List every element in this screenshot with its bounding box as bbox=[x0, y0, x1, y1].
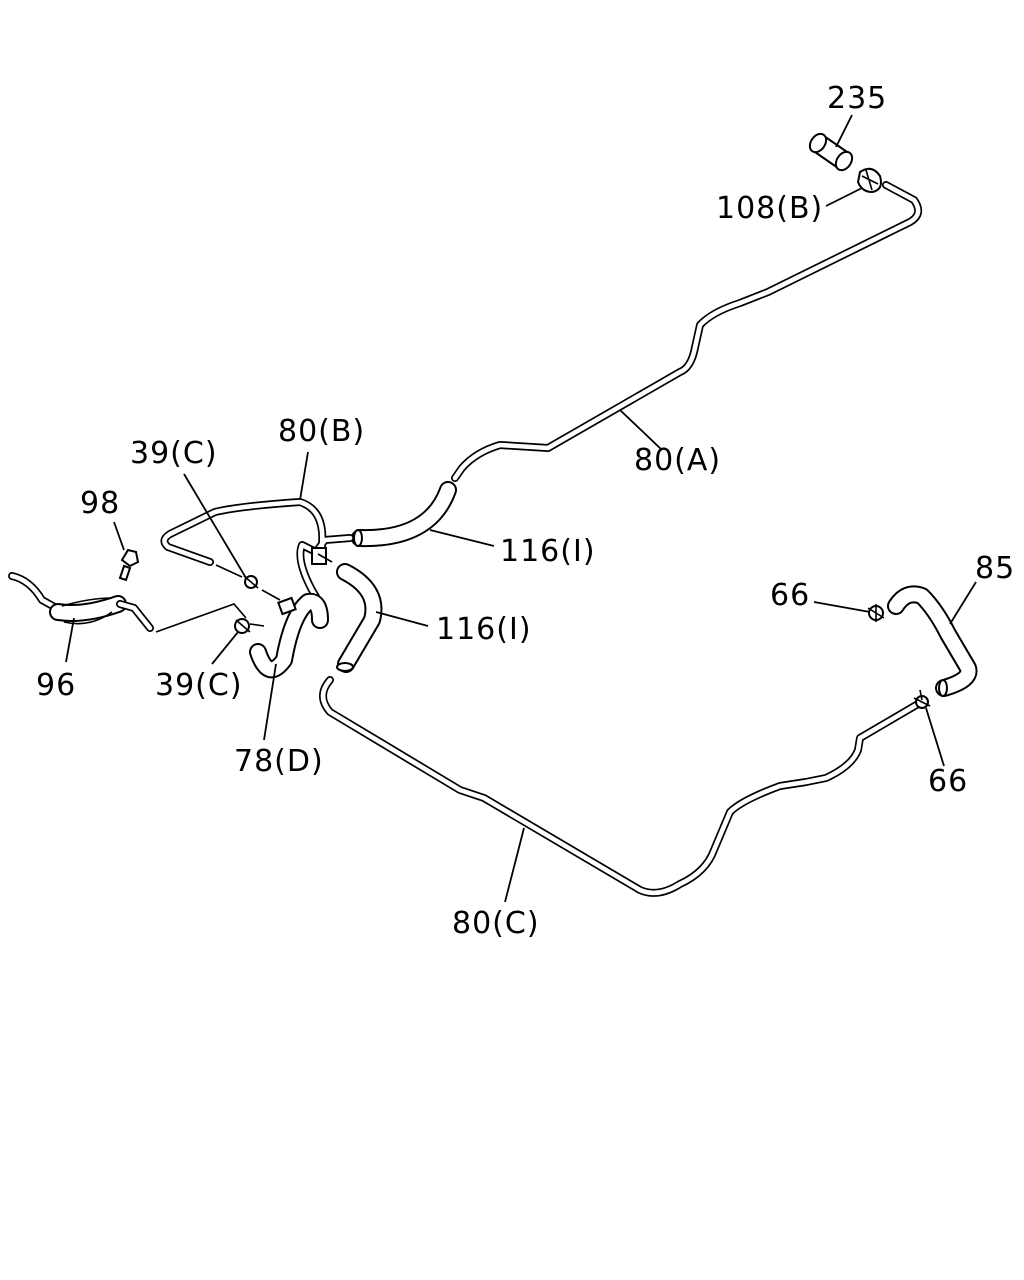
label-85: 85 bbox=[975, 551, 1015, 586]
label-39c-top: 39(C) bbox=[130, 436, 218, 471]
hose-96 bbox=[8, 572, 154, 632]
bolt-98 bbox=[118, 548, 140, 582]
pipe-80c bbox=[319, 676, 922, 897]
clamp-66-upper bbox=[867, 604, 885, 622]
pipe-80a bbox=[451, 181, 923, 482]
label-108b: 108(B) bbox=[716, 191, 823, 226]
label-80a: 80(A) bbox=[634, 443, 721, 478]
label-98: 98 bbox=[80, 486, 120, 521]
label-116-lower: 116(I) bbox=[436, 612, 532, 647]
hose-116-upper bbox=[351, 481, 457, 548]
label-80c: 80(C) bbox=[452, 906, 540, 941]
label-78d: 78(D) bbox=[234, 744, 324, 779]
part-235-cylinder bbox=[808, 132, 854, 172]
label-39c-bottom: 39(C) bbox=[155, 668, 243, 703]
clamp-39c-bottom bbox=[234, 618, 251, 634]
pipe-80b bbox=[160, 498, 354, 604]
clamp-66-lower bbox=[913, 689, 931, 709]
hose-78d bbox=[249, 592, 329, 679]
label-235: 235 bbox=[827, 81, 887, 116]
label-66-upper: 66 bbox=[770, 578, 810, 613]
callout-labels: 235 108(B) 80(A) 80(B) 39(C) 98 116(I) 6… bbox=[36, 81, 1015, 941]
connection-dashes bbox=[155, 564, 281, 633]
label-116-upper: 116(I) bbox=[500, 534, 596, 569]
label-80b: 80(B) bbox=[278, 414, 365, 449]
leader-lines bbox=[65, 114, 977, 903]
label-66-lower: 66 bbox=[928, 764, 968, 799]
clamp-39c-top bbox=[243, 575, 259, 589]
hose-85 bbox=[887, 585, 978, 697]
label-96: 96 bbox=[36, 668, 76, 703]
hose-116-lower bbox=[336, 563, 383, 673]
